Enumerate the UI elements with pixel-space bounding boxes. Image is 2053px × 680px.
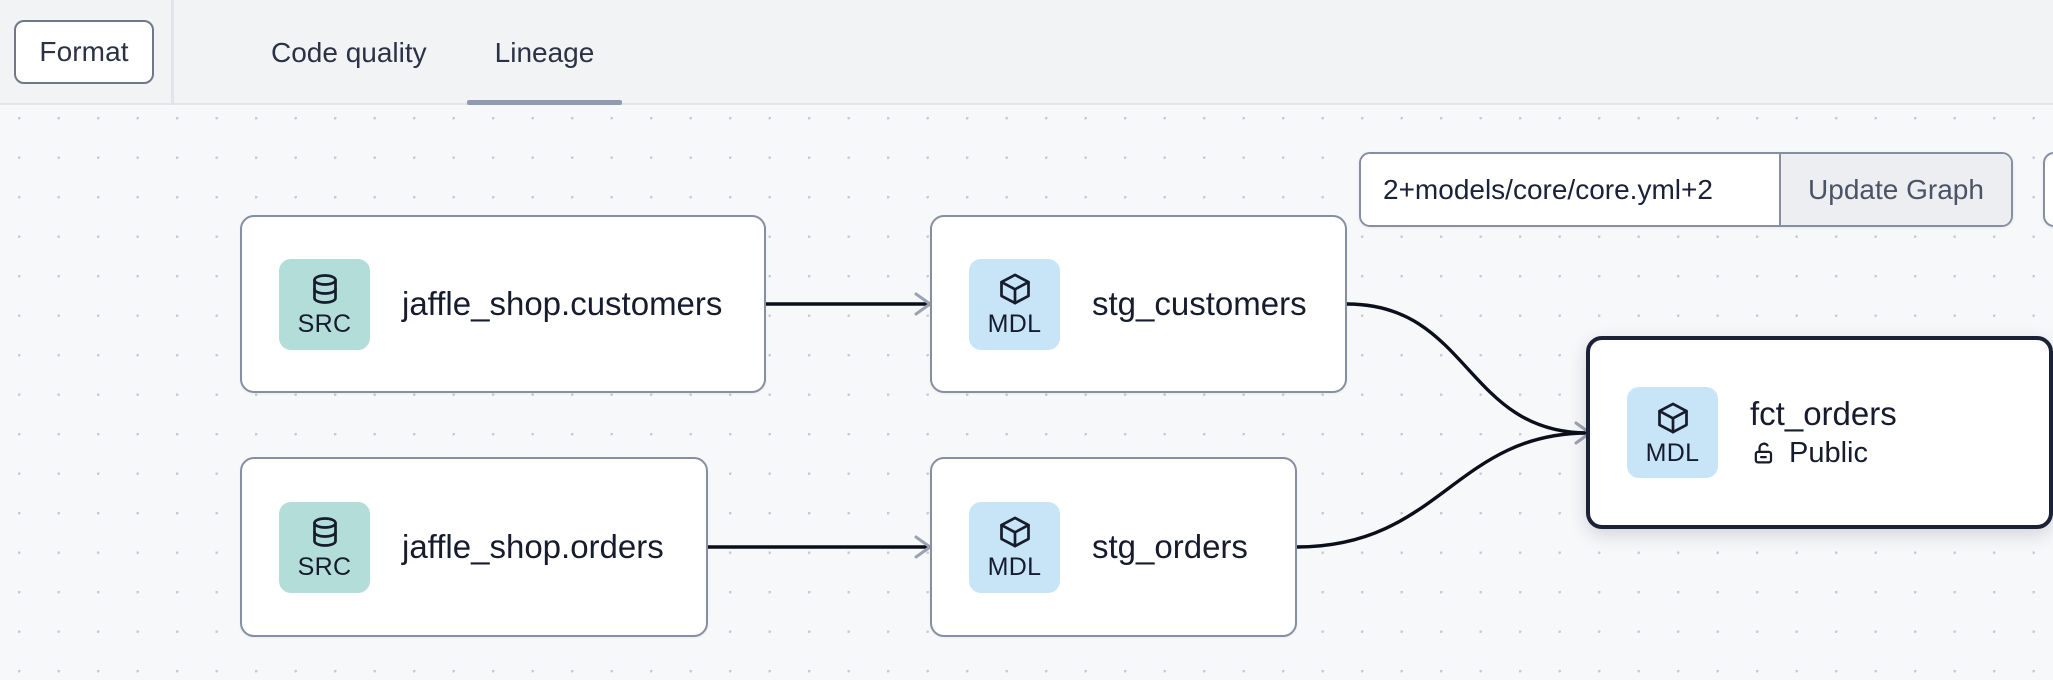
node-badge-label: MDL bbox=[1645, 438, 1700, 467]
tab-code-quality[interactable]: Code quality bbox=[271, 36, 427, 68]
edge-orders-to-stg-orders bbox=[708, 535, 932, 559]
node-badge-mdl: MDL bbox=[969, 258, 1060, 350]
node-badge-src: SRC bbox=[279, 501, 370, 593]
node-badge-label: MDL bbox=[987, 310, 1042, 338]
edge-stg-orders-to-fct-orders bbox=[1296, 421, 1592, 549]
node-title: jaffle_shop.customers bbox=[402, 284, 723, 322]
node-body: stg_customers bbox=[1092, 284, 1307, 323]
node-selector-control[interactable]: Update Graph bbox=[1359, 152, 2013, 227]
node-selection-input[interactable] bbox=[1361, 154, 1779, 225]
edge-stg-customers-to-fct-orders bbox=[1346, 302, 1589, 435]
node-title: jaffle_shop.orders bbox=[402, 527, 664, 565]
secondary-control-panel[interactable] bbox=[2043, 152, 2053, 227]
tab-bar: Code quality Lineage bbox=[237, 0, 628, 105]
node-badge-src: SRC bbox=[279, 258, 370, 350]
node-badge-mdl: MDL bbox=[969, 501, 1060, 593]
node-title: stg_customers bbox=[1092, 284, 1307, 322]
unlock-icon bbox=[1754, 443, 1773, 464]
update-graph-button[interactable]: Update Graph bbox=[1779, 154, 2011, 225]
lineage-node-stg-orders[interactable]: MDL stg_orders bbox=[930, 457, 1297, 637]
cube-icon bbox=[999, 516, 1030, 548]
node-badge-label: SRC bbox=[297, 310, 352, 338]
cube-icon bbox=[999, 273, 1030, 305]
node-badge-label: SRC bbox=[297, 553, 352, 581]
node-body: jaffle_shop.customers bbox=[402, 284, 723, 323]
node-access-row: Public bbox=[1750, 436, 1897, 470]
node-badge-label: MDL bbox=[987, 553, 1042, 581]
lineage-node-fct-orders[interactable]: MDL fct_orders Public bbox=[1586, 336, 2053, 529]
node-title: fct_orders bbox=[1750, 394, 1897, 432]
tab-lineage[interactable]: Lineage bbox=[461, 0, 629, 105]
node-body: fct_orders Public bbox=[1750, 394, 1897, 470]
node-body: jaffle_shop.orders bbox=[402, 527, 664, 566]
cube-icon bbox=[1657, 402, 1688, 433]
lineage-node-stg-customers[interactable]: MDL stg_customers bbox=[930, 215, 1347, 393]
toolbar: Format Code quality Lineage bbox=[0, 0, 2053, 105]
lineage-node-jaffle-shop-orders[interactable]: SRC jaffle_shop.orders bbox=[240, 457, 708, 637]
format-button[interactable]: Format bbox=[14, 20, 154, 84]
toolbar-divider bbox=[171, 0, 174, 105]
node-access-label: Public bbox=[1789, 436, 1868, 469]
node-body: stg_orders bbox=[1092, 527, 1248, 566]
edge-customers-to-stg-customers bbox=[765, 292, 932, 316]
database-icon bbox=[312, 274, 337, 304]
database-icon bbox=[312, 517, 337, 547]
node-badge-mdl: MDL bbox=[1627, 387, 1718, 478]
node-title: stg_orders bbox=[1092, 527, 1248, 565]
lineage-node-jaffle-shop-customers[interactable]: SRC jaffle_shop.customers bbox=[240, 215, 766, 393]
